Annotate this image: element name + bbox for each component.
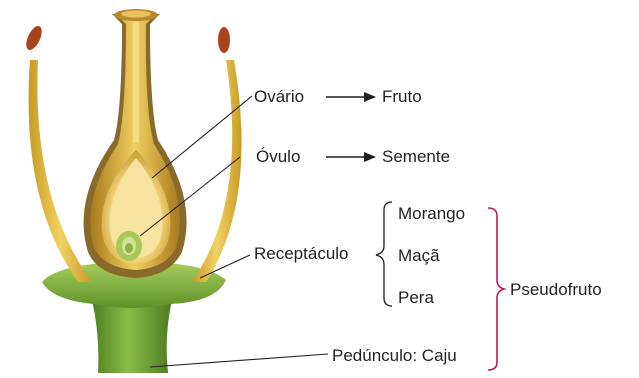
anther-right — [218, 27, 230, 53]
stamen-left — [29, 60, 92, 282]
pointer-pedunculo — [150, 354, 328, 367]
label-pera: Pera — [398, 289, 434, 306]
label-ovario: Ovário — [254, 88, 304, 105]
label-pedunculo: Pedúnculo: Caju — [332, 347, 457, 364]
pseudofruto-bracket — [488, 208, 504, 370]
label-semente: Semente — [382, 148, 450, 165]
peduncle — [92, 300, 172, 373]
label-fruto: Fruto — [382, 88, 422, 105]
curly-brace — [376, 202, 392, 306]
label-morango: Morango — [398, 205, 465, 222]
stamen-right — [192, 60, 242, 282]
label-receptaculo: Receptáculo — [254, 245, 349, 262]
anther-left — [23, 24, 45, 53]
label-ovulo: Óvulo — [256, 148, 300, 165]
label-pseudofruto: Pseudofruto — [510, 281, 602, 298]
label-maca: Maçã — [398, 247, 440, 264]
